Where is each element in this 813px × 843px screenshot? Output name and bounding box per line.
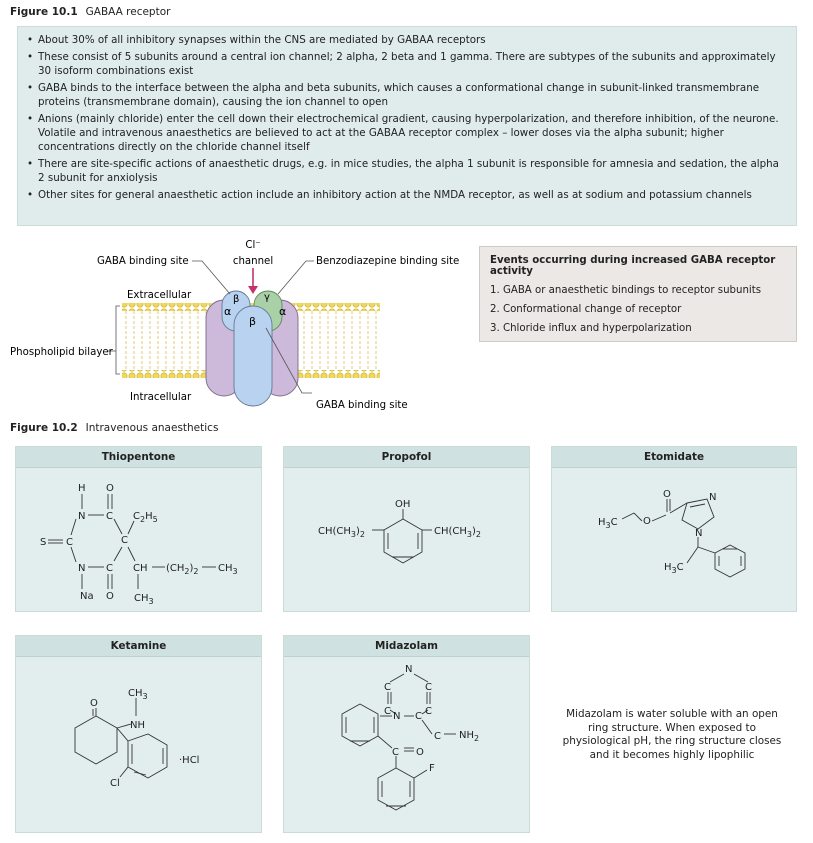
svg-text:N: N — [393, 711, 400, 722]
svg-text:O: O — [663, 489, 671, 500]
bullet-item: Anions (mainly chloride) enter the cell … — [26, 112, 788, 155]
intracellular-label: Intracellular — [130, 392, 192, 403]
propofol-panel: Propofol OH CH(CH3)2 CH(CH3)2 — [283, 446, 530, 612]
svg-text:C: C — [106, 511, 113, 522]
svg-text:C: C — [384, 682, 391, 693]
svg-text:C: C — [434, 731, 441, 742]
svg-text:O: O — [90, 698, 98, 709]
figure-1-number: Figure 10.1 — [10, 6, 78, 18]
gaba-binding-site-bottom-label: GABA binding site — [316, 400, 408, 411]
svg-text:O: O — [106, 483, 114, 494]
bullet-item: About 30% of all inhibitory synapses wit… — [26, 33, 788, 47]
svg-text:Na: Na — [80, 591, 94, 602]
propofol-structure: OH CH(CH3)2 CH(CH3)2 — [318, 499, 481, 564]
gaba-binding-site-top-label: GABA binding site — [97, 256, 189, 267]
bilayer-label: Phospholipid bilayer — [10, 347, 114, 358]
midazolam-note: Midazolam is water soluble with an open … — [562, 708, 782, 761]
receptor-protein — [205, 290, 299, 407]
figure-1-caption: GABAA receptor — [85, 6, 171, 18]
svg-text:(CH2)2: (CH2)2 — [166, 563, 199, 576]
thiopentone-panel: Thiopentone H O N C C2H5 S C C N C CH (CH2)2 CH… — [15, 446, 262, 612]
bullet-list: About 30% of all inhibitory synapses wit… — [26, 33, 788, 202]
etomidate-title: Etomidate — [552, 447, 796, 468]
figure-1-title: Figure 10.1 GABAA receptor — [10, 6, 170, 18]
svg-text:CH(CH3)2: CH(CH3)2 — [434, 526, 481, 539]
thiopentone-title: Thiopentone — [16, 447, 261, 468]
svg-text:S: S — [40, 537, 46, 548]
extracellular-label: Extracellular — [127, 290, 192, 301]
beta-front-label: β — [249, 315, 256, 328]
figure-2-caption: Intravenous anaesthetics — [85, 422, 219, 434]
propofol-title: Propofol — [284, 447, 529, 468]
svg-text:C: C — [392, 747, 399, 758]
svg-text:C: C — [121, 535, 128, 546]
svg-text:CH3: CH3 — [128, 688, 148, 701]
ketamine-structure: CH3 NH O Cl ·HCl — [74, 688, 199, 789]
benzodiazepine-site-label: Benzodiazepine binding site — [316, 256, 459, 267]
chloride-arrow-head — [248, 286, 258, 294]
alpha-right-label: α — [279, 305, 286, 318]
svg-text:C2H5: C2H5 — [133, 511, 158, 524]
bullet-item: There are site-specific actions of anaes… — [26, 157, 788, 185]
bullet-item: These consist of 5 subunits around a cen… — [26, 50, 788, 78]
svg-text:C: C — [106, 563, 113, 574]
receptor-diagram: α β γ β α GABA binding site Cl⁻ channel … — [10, 240, 459, 411]
svg-text:H3C: H3C — [664, 562, 684, 575]
figure-2-title: Figure 10.2 Intravenous anaesthetics — [10, 422, 218, 434]
figure-2-number: Figure 10.2 — [10, 422, 78, 434]
events-title: Events occurring during increased GABA r… — [490, 255, 776, 277]
svg-text:CH(CH3)2: CH(CH3)2 — [318, 526, 365, 539]
svg-text:N: N — [78, 563, 85, 574]
svg-text:·HCl: ·HCl — [179, 755, 199, 766]
ketamine-title: Ketamine — [16, 636, 261, 657]
beta-subunit-front — [233, 305, 273, 407]
svg-text:C: C — [66, 537, 73, 548]
svg-text:C: C — [384, 706, 391, 717]
svg-text:N: N — [405, 664, 412, 675]
svg-text:H: H — [78, 483, 86, 494]
etomidate-structure: O N O N H3C H3C — [598, 489, 746, 578]
svg-text:O: O — [416, 747, 424, 758]
svg-text:OH: OH — [395, 499, 410, 510]
svg-text:C: C — [415, 711, 422, 722]
svg-text:N: N — [78, 511, 85, 522]
svg-text:H3C: H3C — [598, 517, 618, 530]
thiopentone-structure: H O N C C2H5 S C C N C CH (CH2)2 CH3 Na O CH3 — [40, 483, 238, 606]
chloride-label: Cl⁻ — [245, 240, 260, 251]
ketamine-panel: Ketamine CH3 NH O Cl ·HCl — [15, 635, 262, 833]
svg-text:O: O — [106, 591, 114, 602]
svg-text:C: C — [425, 682, 432, 693]
events-item: 2. Conformational change of receptor — [490, 304, 682, 315]
svg-text:Cl: Cl — [110, 778, 120, 789]
svg-text:CH3: CH3 — [134, 593, 154, 606]
svg-text:N: N — [695, 528, 702, 539]
events-item: 3. Chloride influx and hyperpolarization — [490, 323, 692, 334]
alpha-left-label: α — [224, 305, 231, 318]
svg-text:C: C — [425, 706, 432, 717]
svg-text:NH: NH — [130, 720, 145, 731]
svg-text:NH2: NH2 — [459, 730, 479, 743]
events-box: Events occurring during increased GABA r… — [479, 246, 797, 342]
bullet-item: GABA binds to the interface between the … — [26, 81, 788, 109]
svg-text:CH: CH — [133, 563, 148, 574]
channel-label: channel — [233, 256, 273, 267]
svg-text:O: O — [643, 516, 651, 527]
etomidate-panel: Etomidate O N O N H3C H3C — [551, 446, 797, 612]
svg-text:N: N — [709, 492, 716, 503]
gamma-label: γ — [264, 292, 270, 303]
beta-back-label: β — [233, 294, 239, 305]
svg-text:F: F — [429, 763, 435, 774]
bullet-box: About 30% of all inhibitory synapses wit… — [17, 26, 797, 226]
bullet-item: Other sites for general anaesthetic acti… — [26, 188, 788, 202]
midazolam-title: Midazolam — [284, 636, 529, 657]
svg-text:CH3: CH3 — [218, 563, 238, 576]
events-item: 1. GABA or anaesthetic bindings to recep… — [490, 285, 762, 296]
